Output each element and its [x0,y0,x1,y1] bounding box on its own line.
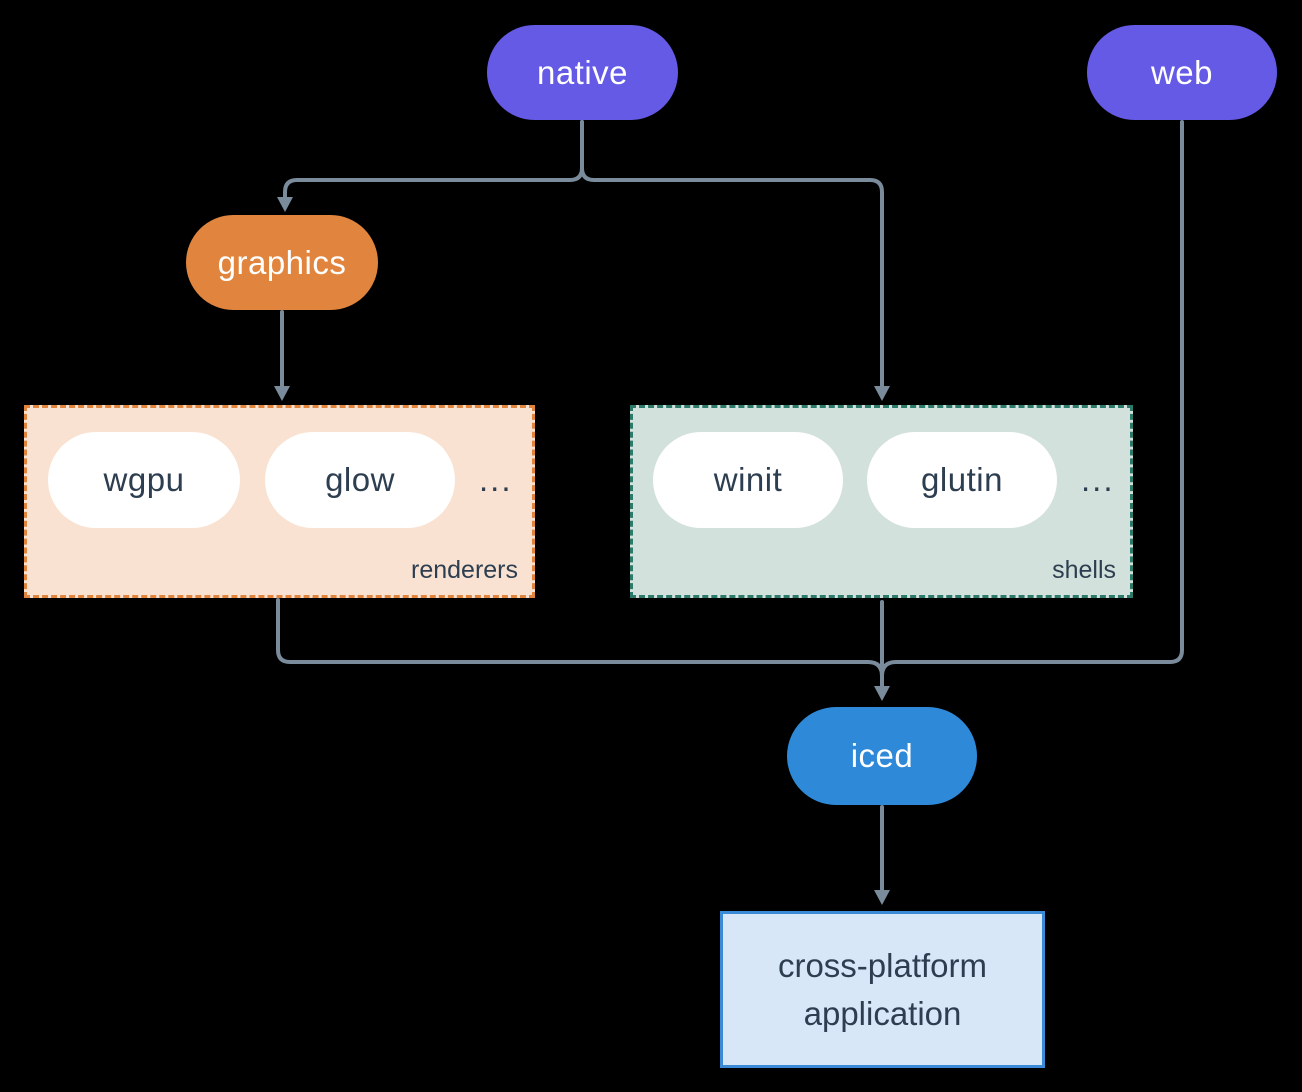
node-graphics-label: graphics [217,243,347,281]
node-web-label: web [1150,53,1214,91]
node-cross-platform-application: cross-platform application [720,911,1045,1068]
node-winit: winit [653,432,843,528]
edge-native-shells [580,120,890,401]
node-glow: glow [265,432,455,528]
edge-iced-application [874,805,890,905]
node-application-label: cross-platform application [777,946,988,1032]
shells-ellipsis: ... [1081,461,1115,498]
edge-shells-iced [874,600,890,701]
renderers-ellipsis: ... [479,461,513,498]
node-native: native [487,25,678,120]
shells-group-label: shells [1052,556,1116,584]
node-native-label: native [536,53,629,91]
edge-graphics-renderers [274,310,290,401]
node-wgpu-label: wgpu [103,461,185,498]
node-glow-label: glow [325,461,395,498]
node-graphics: graphics [186,215,378,310]
renderers-group-label: renderers [411,556,518,584]
node-glutin-label: glutin [921,461,1003,498]
group-shells: winit glutin ... shells [630,405,1133,598]
node-winit-label: winit [713,461,783,498]
node-iced: iced [787,707,977,805]
group-renderers: wgpu glow ... renderers [24,405,535,598]
node-glutin: glutin [867,432,1057,528]
node-wgpu: wgpu [48,432,240,528]
edge-renderers-iced [276,598,884,678]
edge-native-graphics [277,120,584,212]
node-web: web [1087,25,1277,120]
node-iced-label: iced [850,737,914,774]
